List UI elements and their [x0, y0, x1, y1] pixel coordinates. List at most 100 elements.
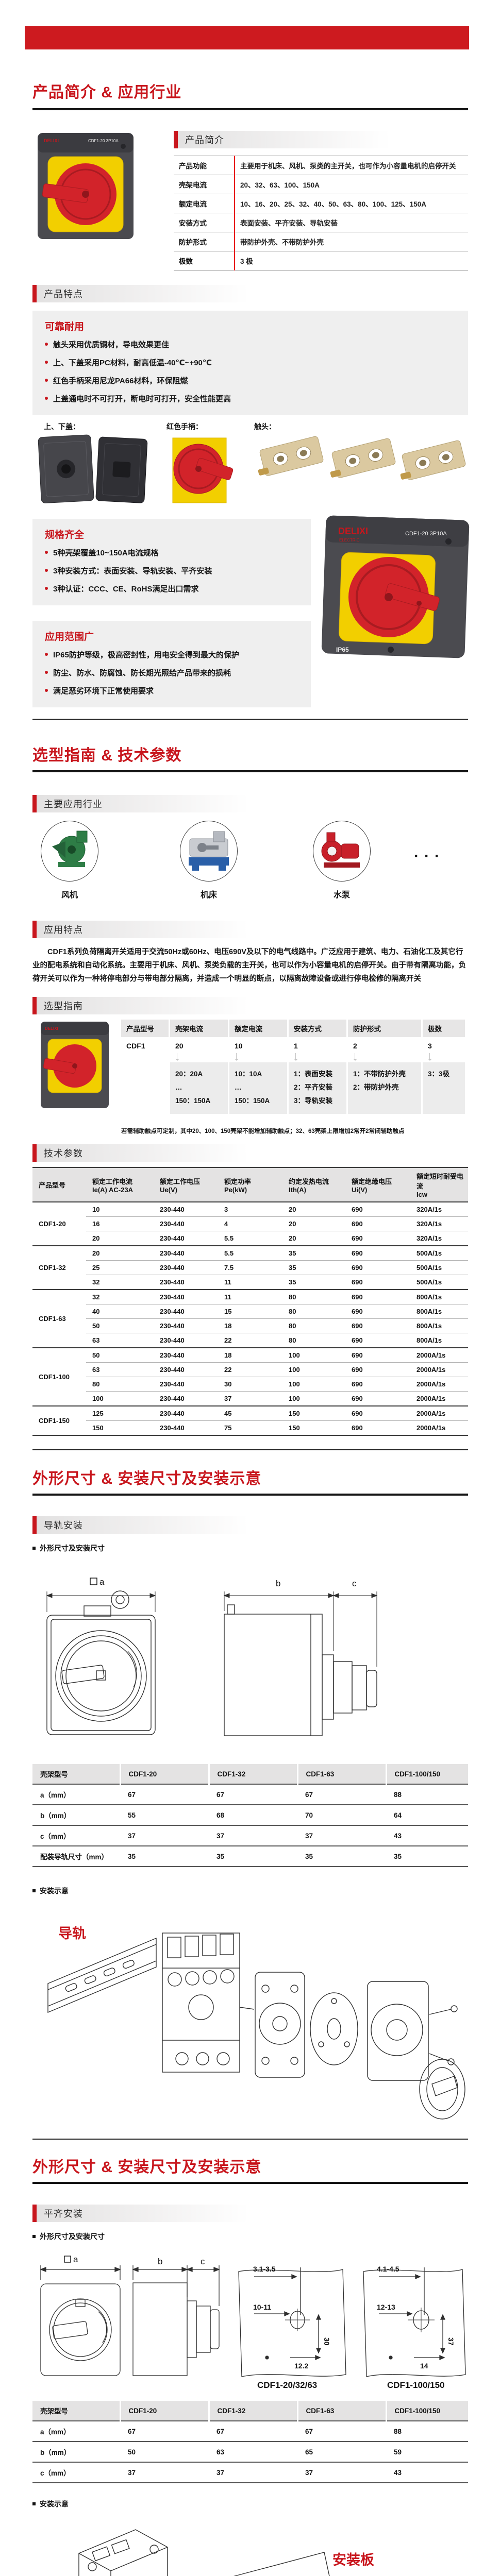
list-item: 3种安装方式：表面安装、导轨安装、平齐安装 — [45, 562, 298, 580]
section-header-intro: 产品简介 — [174, 131, 390, 148]
product-intro-row: DELIXI CDF1-20 3P10A 产品简介 产品功能主要用于机床、风机、… — [32, 131, 468, 270]
page-title: 产品简介 & 应用行业 — [32, 84, 182, 101]
cell: 额定电流 — [174, 194, 235, 213]
section-header-rail: 导轨安装 — [32, 1516, 249, 1534]
feature-box-reliable: 可靠耐用 触头采用优质铜材，导电效果更佳 上、下盖采用PC材料，耐高低温-40℃… — [32, 311, 468, 415]
page-title-4: 外形尺寸 & 安装尺寸及安装示意 — [32, 2159, 262, 2176]
desc-cell: 3：3极 — [423, 1062, 465, 1114]
dim-a-label: a — [99, 1577, 105, 1587]
code-cell: 2 — [353, 1042, 357, 1050]
col-header: CDF1-63 — [297, 1764, 387, 1785]
desc-cell: 10：10A … 150：150A — [229, 1062, 287, 1114]
industry-pump: 水泵 — [313, 821, 371, 900]
component-images — [38, 434, 466, 503]
cell: 防护形式 — [174, 232, 235, 251]
section-separator — [32, 719, 468, 720]
desc-cell: 20：20A … 150：150A — [170, 1062, 228, 1114]
covers-label: 上、下盖： — [44, 422, 80, 431]
list-item: 3种认证：CCC、CE、RoHS满足出口需求 — [45, 580, 298, 598]
list-item: 红色手柄采用尼龙PA66材料，环保阻燃 — [45, 372, 456, 390]
col-header: 产品型号 — [32, 1167, 86, 1202]
col-header: 额定电流 — [229, 1020, 287, 1037]
application-paragraph: CDF1系列负荷隔离开关适用于交流50Hz或60Hz、电压690V及以下的电气线… — [32, 948, 466, 983]
down-arrow-icon — [427, 1053, 432, 1061]
col-header: 防护形式 — [348, 1020, 421, 1037]
section-header-app: 应用特点 — [32, 921, 249, 938]
ip-rating-text: IP65 — [336, 646, 349, 653]
industry-fan: 风机 — [41, 821, 98, 900]
dims-subhead: 外形尺寸及安装尺寸 — [32, 1543, 468, 1553]
cutout1-height: 30 — [323, 2337, 331, 2346]
cutout2-height: 37 — [447, 2337, 455, 2346]
selection-note: 若需辅助触点可定制，其中20、100、150壳架不能增加辅助触点；32、63壳架… — [121, 1128, 405, 1134]
cell: 带防护外壳、不带防护外壳 — [234, 232, 468, 251]
col-header: CDF1-100/150 — [386, 2401, 468, 2421]
dim-a-label: a — [73, 2255, 78, 2264]
pump-image — [321, 832, 360, 868]
flush-dimension-table: 壳架型号 CDF1-20 CDF1-32 CDF1-63 CDF1-100/15… — [32, 2401, 468, 2483]
selection-table: 产品型号 壳架电流 额定电流 安装方式 防护形式 极数 CDF1 20 10 1… — [121, 1020, 466, 1114]
list-item: 防尘、防水、防腐蚀、防长期光照给产品带来的损耗 — [45, 664, 298, 682]
cell: 壳架电流 — [174, 175, 235, 194]
handle-label: 红色手柄： — [166, 422, 203, 431]
section-header-features: 产品特点 — [32, 285, 249, 302]
rail-dimension-drawing: a b c — [46, 1577, 378, 1736]
title-rule — [32, 108, 468, 110]
desc-cell: 1：不带防护外壳 2：带防护外壳 — [348, 1062, 421, 1114]
cutout1-depth: 3.1-3.5 — [253, 2265, 276, 2273]
cell: 安装方式 — [174, 213, 235, 232]
code-cell: CDF1 — [126, 1042, 145, 1050]
col-header: 壳架型号 — [32, 2401, 121, 2421]
feature-box-range: 应用范围广 IP65防护等级，极高密封性，用电安全得到最大的保护 防尘、防水、防… — [32, 621, 311, 707]
cell: 产品功能 — [174, 156, 235, 175]
industries-row: 风机 机床 — [32, 821, 468, 900]
selection-photo: DELIXI — [41, 1022, 109, 1108]
table-row: 产品功能主要用于机床、风机、泵类的主开关，也可作为小容量电机的启停开关 — [174, 156, 468, 175]
code-cell: 3 — [428, 1042, 432, 1050]
dim-b-label: b — [276, 1579, 280, 1588]
page-title-3: 外形尺寸 & 安装尺寸及安装示意 — [32, 1470, 262, 1487]
mounting-plate-label: 安装板 — [332, 2552, 374, 2568]
section-separator — [32, 2139, 468, 2140]
install-subhead: 安装示意 — [32, 1886, 468, 1896]
dims-subhead: 外形尺寸及安装尺寸 — [32, 2231, 468, 2242]
dim-c-label: c — [352, 1579, 357, 1588]
dim-b-label: b — [158, 2257, 162, 2266]
section-header-flush: 平齐安装 — [32, 2205, 249, 2222]
rail-label: 导轨 — [58, 1925, 86, 1941]
cutout2-depth: 4.1-4.5 — [377, 2265, 399, 2273]
page-title-2: 选型指南 & 技术参数 — [32, 747, 182, 764]
section-header-industries: 主要应用行业 — [32, 795, 249, 812]
product-photo-large: DELIXI ELECTRIC CDF1-20 3P10A IP65 — [321, 515, 470, 658]
cutout2-offset: 14 — [420, 2362, 428, 2370]
cell: 3 极 — [234, 251, 468, 270]
list-item: 上盖通电时不可打开，断电时可打开，安全性能更高 — [45, 390, 456, 408]
feature-box-specs: 规格齐全 5种壳架覆盖10~150A电流规格 3种安装方式：表面安装、导轨安装、… — [32, 519, 311, 605]
industry-machine: 机床 — [180, 821, 238, 900]
code-cell: 10 — [235, 1042, 243, 1050]
flush-dimension-drawing: a b c 3.1-3.5 10-11 30 12.2 4.1-4.5 12-1… — [40, 2255, 466, 2390]
contacts-label: 触头： — [254, 422, 276, 431]
table-row: 安装方式表面安装、平齐安装、导轨安装 — [174, 213, 468, 232]
